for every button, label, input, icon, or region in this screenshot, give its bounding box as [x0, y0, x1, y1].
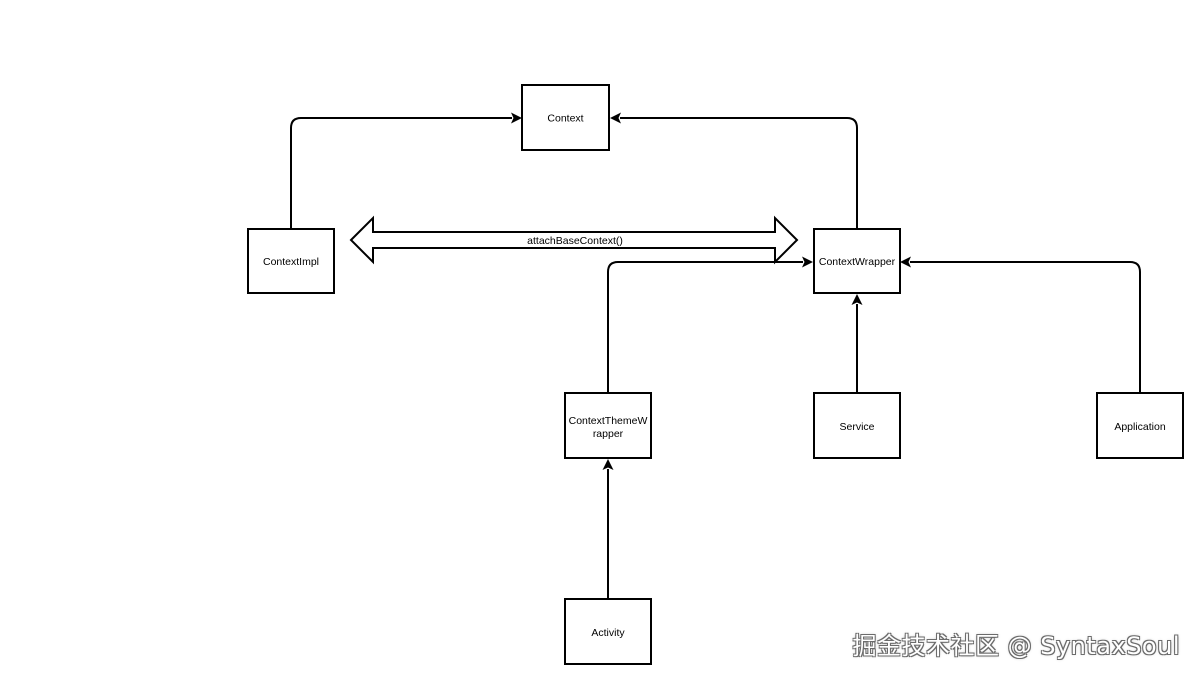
arrowhead — [802, 256, 813, 268]
node-contextthemewrapper-label-line2: rapper — [593, 428, 624, 440]
node-activity[interactable]: Activity — [564, 598, 652, 665]
node-application[interactable]: Application — [1096, 392, 1184, 459]
node-contextthemewrapper-label-line1: ContextThemeW — [569, 415, 648, 427]
attach-base-context-label: attachBaseContext() — [527, 235, 623, 247]
edge-contextwrapper-to-context — [610, 112, 858, 229]
arrowhead — [511, 112, 522, 124]
node-contextimpl-label: ContextImpl — [263, 256, 319, 268]
edge-contextimpl-to-context — [290, 112, 522, 229]
edge-contextthemewrapper-to-contextwrapper — [607, 256, 813, 393]
edge-service-to-contextwrapper — [851, 294, 863, 393]
double-headed-arrow — [349, 215, 799, 265]
watermark-text: 掘金技术社区 @ SyntaxSoul — [852, 632, 1180, 660]
node-application-label: Application — [1114, 421, 1166, 433]
node-contextthemewrapper[interactable]: ContextThemeW rapper — [564, 392, 652, 459]
arrowhead — [851, 294, 863, 305]
node-contextwrapper[interactable]: ContextWrapper — [813, 228, 901, 294]
node-context[interactable]: Context — [521, 84, 610, 151]
arrowhead — [602, 459, 614, 470]
arrowhead — [610, 112, 621, 124]
node-contextwrapper-label: ContextWrapper — [819, 256, 896, 268]
node-context-label: Context — [547, 113, 583, 125]
node-contextimpl[interactable]: ContextImpl — [247, 228, 335, 294]
edge-activity-to-contextthemewrapper — [602, 459, 614, 599]
node-service[interactable]: Service — [813, 392, 901, 459]
arrowhead — [900, 256, 911, 268]
edge-attach-base-context: attachBaseContext() — [349, 215, 799, 265]
node-activity-label: Activity — [591, 627, 625, 639]
edge-application-to-contextwrapper — [900, 256, 1141, 393]
node-service-label: Service — [839, 421, 874, 433]
